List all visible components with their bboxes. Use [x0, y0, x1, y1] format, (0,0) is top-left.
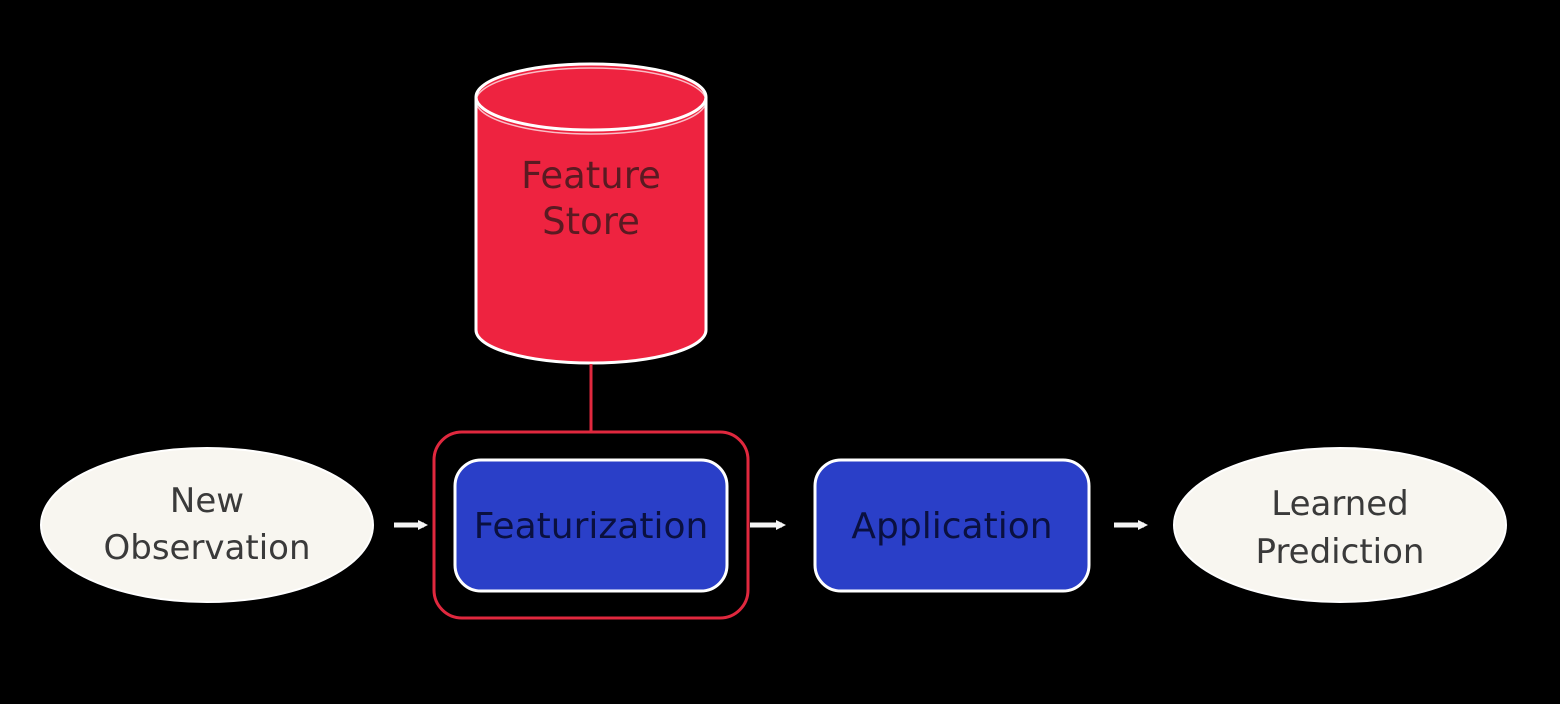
application-label: Application [851, 506, 1052, 547]
cylinder-rim [475, 67, 707, 135]
application-box [813, 458, 1091, 593]
output-ellipse [1173, 447, 1507, 603]
featurization-highlight-frame [432, 430, 750, 620]
feature-store-cylinder: Feature Store [474, 62, 708, 365]
node-new-observation: New Observation [40, 447, 374, 603]
node-learned-prediction: Learned Prediction [1173, 447, 1507, 603]
node-featurization: Featurization [453, 458, 729, 593]
featurization-box [453, 458, 729, 593]
input-ellipse [40, 447, 374, 603]
featurization-label: Featurization [474, 506, 709, 547]
output-label-line1: Learned [1271, 484, 1409, 524]
input-label-line2: Observation [103, 528, 310, 568]
cylinder-top [474, 62, 708, 132]
output-label-line2: Prediction [1256, 532, 1425, 572]
store-label-line2: Store [542, 200, 640, 243]
input-label-line1: New [170, 481, 244, 521]
cylinder-body [474, 97, 708, 365]
store-label-line1: Feature [521, 154, 661, 197]
node-application: Application [813, 458, 1091, 593]
